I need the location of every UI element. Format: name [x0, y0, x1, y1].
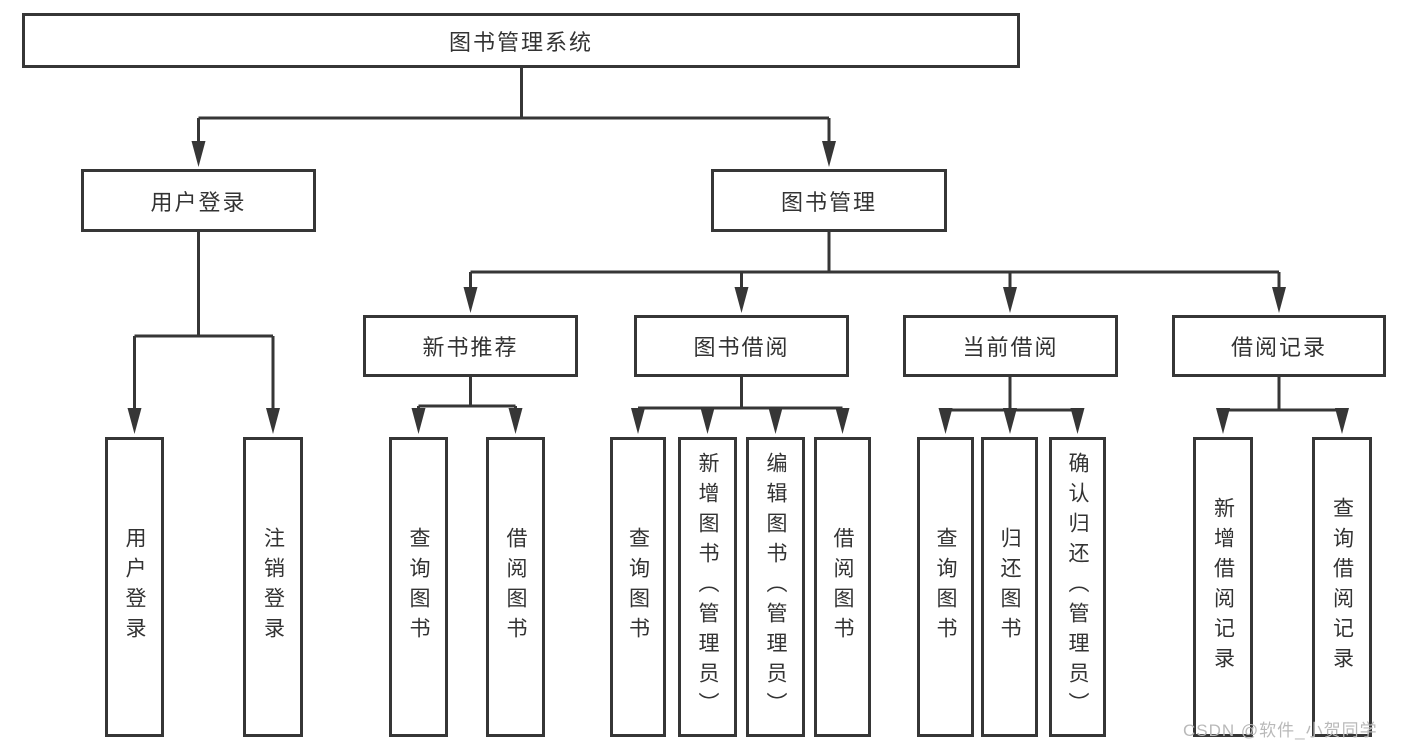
node-book-management: 图书管理 [711, 169, 947, 232]
node-book-borrow: 图书借阅 [634, 315, 849, 377]
leaf-add-books-admin: 新增图书（管理员） [678, 437, 737, 737]
node-user-login: 用户登录 [81, 169, 316, 232]
leaf-user-login: 用户登录 [105, 437, 164, 737]
leaf-logout-login: 注销登录 [243, 437, 303, 737]
csdn-watermark: CSDN @软件_小贺同学 [1183, 721, 1378, 740]
leaf-add-borrow-record: 新增借阅记录 [1193, 437, 1253, 737]
connector-group-borrow-records [1216, 377, 1349, 434]
connector-group-book-borrow [631, 377, 850, 434]
leaf-query-books-borrow: 查询图书 [610, 437, 666, 737]
leaf-query-books-recommend: 查询图书 [389, 437, 448, 737]
leaf-borrow-books: 借阅图书 [814, 437, 871, 737]
connector-group-user-login [127, 232, 280, 434]
connector-group-book-management [463, 232, 1286, 313]
leaf-query-books-current: 查询图书 [917, 437, 974, 737]
leaf-return-books: 归还图书 [981, 437, 1038, 737]
connector-group-new-book-recommend [411, 377, 523, 434]
leaf-borrow-books-recommend: 借阅图书 [486, 437, 545, 737]
node-borrow-records: 借阅记录 [1172, 315, 1386, 377]
leaf-edit-books-admin: 编辑图书（管理员） [746, 437, 805, 737]
node-root: 图书管理系统 [22, 13, 1020, 68]
connector-group-root [191, 68, 836, 167]
leaf-confirm-return-admin: 确认归还（管理员） [1049, 437, 1106, 737]
leaf-query-borrow-record: 查询借阅记录 [1312, 437, 1372, 737]
node-new-book-recommend: 新书推荐 [363, 315, 578, 377]
node-current-borrow: 当前借阅 [903, 315, 1118, 377]
connector-group-current-borrow [938, 377, 1085, 434]
